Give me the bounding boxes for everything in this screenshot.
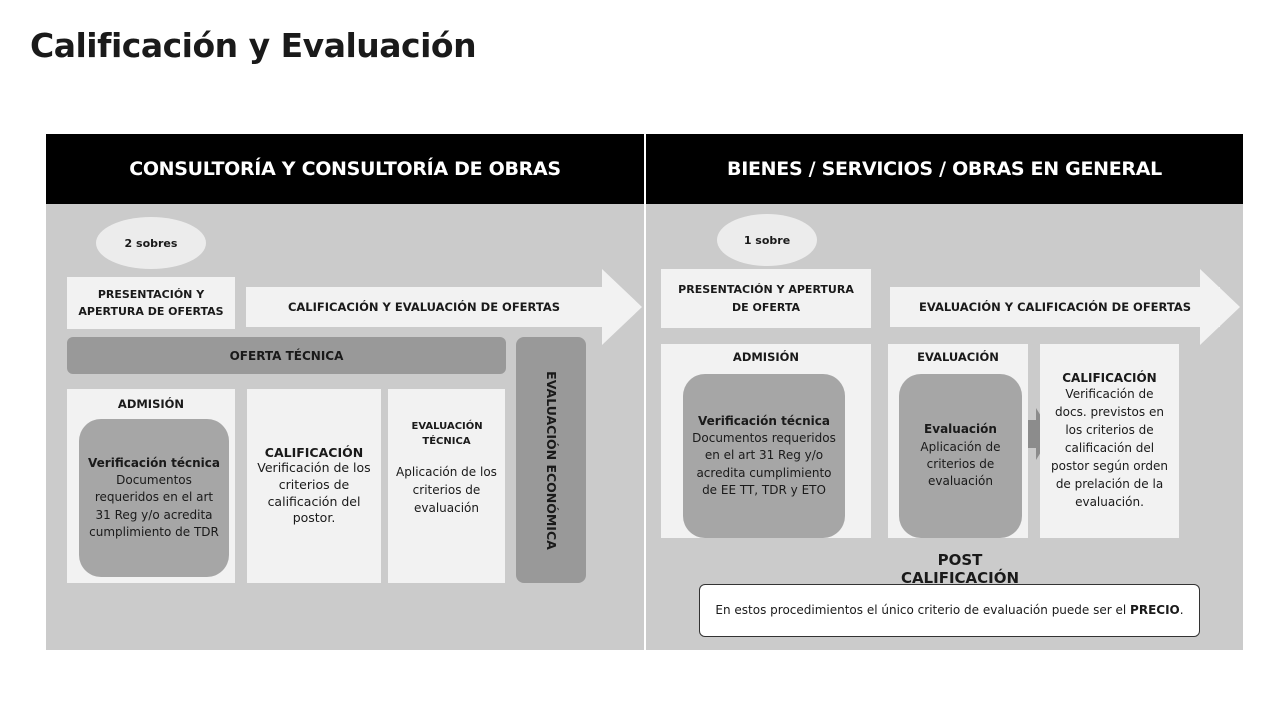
right-arrow-label: EVALUACIÓN Y CALIFICACIÓN DE OFERTAS [890, 287, 1220, 327]
right-admision-label: ADMISIÓN [732, 350, 800, 364]
left-admision-label: ADMISIÓN [117, 397, 185, 411]
evaluacion-economica-label: EVALUACIÓN ECONÓMICA [543, 370, 559, 550]
right-verificacion-text: Documentos requeridos en el art 31 Reg y… [692, 430, 836, 498]
right-evaluacion-pill: Evaluación Aplicación de criterios de ev… [899, 374, 1022, 538]
right-evaluacion-title: Evaluación [924, 422, 997, 437]
left-presentacion-box: PRESENTACIÓN Y APERTURA DE OFERTAS [67, 277, 235, 329]
left-verificacion-pill: Verificación técnica Documentos requerid… [79, 419, 229, 577]
right-evaluacion-text: Aplicación de criterios de evaluación [920, 439, 1001, 489]
note-end: . [1179, 603, 1184, 618]
evaluacion-tecnica-box: EVALUACIÓN TÉCNICA Aplicación de los cri… [388, 389, 505, 583]
right-presentacion-label: PRESENTACIÓN Y APERTURA DE OFERTA [678, 283, 854, 314]
left-calificacion-text: Verificación de los criterios de calific… [257, 459, 371, 526]
post-calificacion-label: POST CALIFICACIÓN [900, 551, 1020, 587]
right-column-header: BIENES / SERVICIOS / OBRAS EN GENERAL [646, 134, 1243, 204]
column-divider [644, 134, 646, 650]
left-calificacion-title: CALIFICACIÓN [264, 444, 364, 460]
evaluacion-tecnica-text: Aplicación de los criterios de evaluació… [396, 465, 497, 515]
left-calificacion-box: CALIFICACIÓN Verificación de los criteri… [247, 389, 381, 583]
evaluacion-economica-bar: EVALUACIÓN ECONÓMICA [516, 337, 586, 583]
left-column-header: CONSULTORÍA Y CONSULTORÍA DE OBRAS [46, 134, 644, 204]
precio-note-box: En estos procedimientos el único criteri… [699, 584, 1200, 637]
left-verificacion-text: Documentos requeridos en el art 31 Reg y… [89, 472, 219, 540]
left-presentacion-label: PRESENTACIÓN Y APERTURA DE OFERTAS [78, 287, 224, 318]
right-verificacion-pill: Verificación técnica Documentos requerid… [683, 374, 845, 538]
right-calificacion-text: Verificación de docs. previstos en los c… [1051, 387, 1168, 509]
left-verificacion-title: Verificación técnica [88, 455, 220, 470]
right-calificacion-box: CALIFICACIÓN Verificación de docs. previ… [1040, 344, 1179, 538]
right-envelopes-oval: 1 sobre [717, 214, 817, 266]
right-evaluacion-label: EVALUACIÓN [917, 350, 999, 364]
right-presentacion-box: PRESENTACIÓN Y APERTURA DE OFERTA [661, 269, 871, 328]
left-arrow-label: CALIFICACIÓN Y EVALUACIÓN DE OFERTAS [246, 287, 602, 327]
note-bold: PRECIO [1130, 603, 1180, 618]
right-calificacion-title: CALIFICACIÓN [1062, 371, 1157, 385]
left-envelopes-oval: 2 sobres [96, 217, 206, 269]
oferta-tecnica-bar: OFERTA TÉCNICA [67, 337, 506, 374]
note-text: En estos procedimientos el único criteri… [715, 603, 1127, 618]
page-title: Calificación y Evaluación [30, 26, 477, 65]
evaluacion-tecnica-title: EVALUACIÓN TÉCNICA [411, 421, 483, 447]
right-verificacion-title: Verificación técnica [698, 413, 830, 428]
